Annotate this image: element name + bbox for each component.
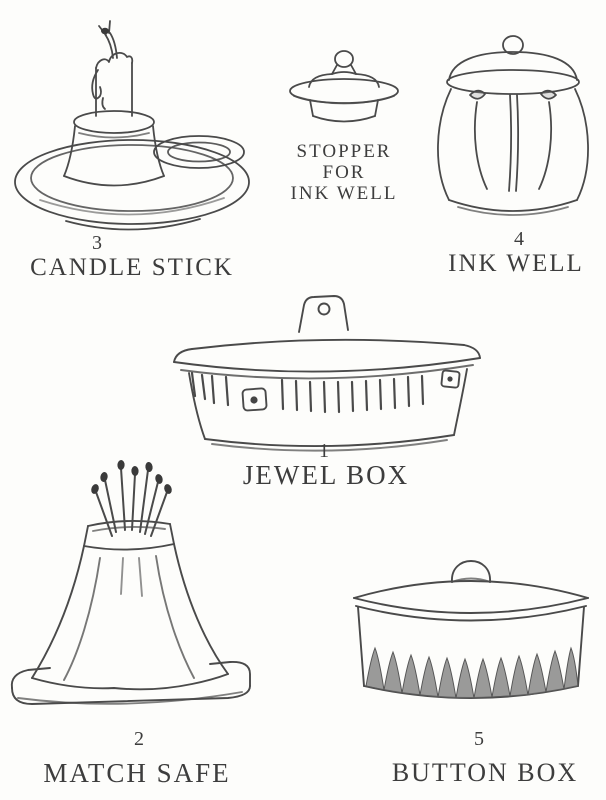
candle xyxy=(91,51,134,117)
candle-stick-label: CANDLE STICK xyxy=(30,254,234,281)
opening xyxy=(83,520,175,551)
box-body xyxy=(188,368,468,452)
wick-tip xyxy=(101,27,109,35)
stopper-knob xyxy=(331,50,357,75)
figure-button-box xyxy=(340,534,602,738)
knob xyxy=(451,560,491,583)
lid-tab xyxy=(298,295,349,333)
motif-dot-left xyxy=(250,396,258,404)
lid xyxy=(173,338,481,380)
button-box-number: 5 xyxy=(474,728,486,750)
motif-dot-right xyxy=(447,376,453,382)
figure-ink-well xyxy=(425,28,601,234)
stripe-decoration xyxy=(190,371,425,414)
leaf-decoration xyxy=(469,89,557,192)
candle-stick-number: 3 xyxy=(92,232,104,254)
base-plate xyxy=(10,661,251,705)
stopper-plug xyxy=(309,99,379,123)
figure-jewel-box xyxy=(148,292,500,456)
ink-well-label: INK WELL xyxy=(448,250,584,277)
ink-well-number: 4 xyxy=(514,228,526,250)
button-box-label: BUTTON BOX xyxy=(391,758,579,787)
stopper-dome xyxy=(289,73,399,105)
stopper-sketch xyxy=(289,50,399,123)
button-box-sketch xyxy=(353,560,589,699)
match-heads xyxy=(91,460,172,494)
jewel-box-number: 1 xyxy=(319,440,331,462)
pedestal xyxy=(31,543,229,691)
jewel-box-sketch xyxy=(173,295,481,452)
handle-ring xyxy=(153,135,245,169)
stopper-caption-line2: FOR xyxy=(322,162,366,183)
match-safe-label: MATCH SAFE xyxy=(43,758,231,788)
candle-cup xyxy=(63,110,165,187)
match-safe-number: 2 xyxy=(134,728,146,750)
lid xyxy=(353,580,589,622)
figure-stopper xyxy=(283,44,405,138)
figure-match-safe xyxy=(4,456,260,742)
petal-band xyxy=(365,646,579,699)
ink-well-body xyxy=(437,88,589,216)
jewel-box-label: JEWEL BOX xyxy=(242,460,410,490)
match-safe-sketch xyxy=(10,460,251,705)
stopper-caption-line1: STOPPER xyxy=(296,141,392,162)
ink-well-lid xyxy=(446,35,580,95)
figure-candle-stick xyxy=(6,6,262,240)
candle-stick-sketch xyxy=(14,20,250,231)
square-motifs xyxy=(241,369,461,412)
ink-well-sketch xyxy=(437,35,589,216)
stopper-caption-line3: INK WELL xyxy=(290,183,398,204)
wick xyxy=(98,20,118,59)
saucer xyxy=(14,139,250,231)
